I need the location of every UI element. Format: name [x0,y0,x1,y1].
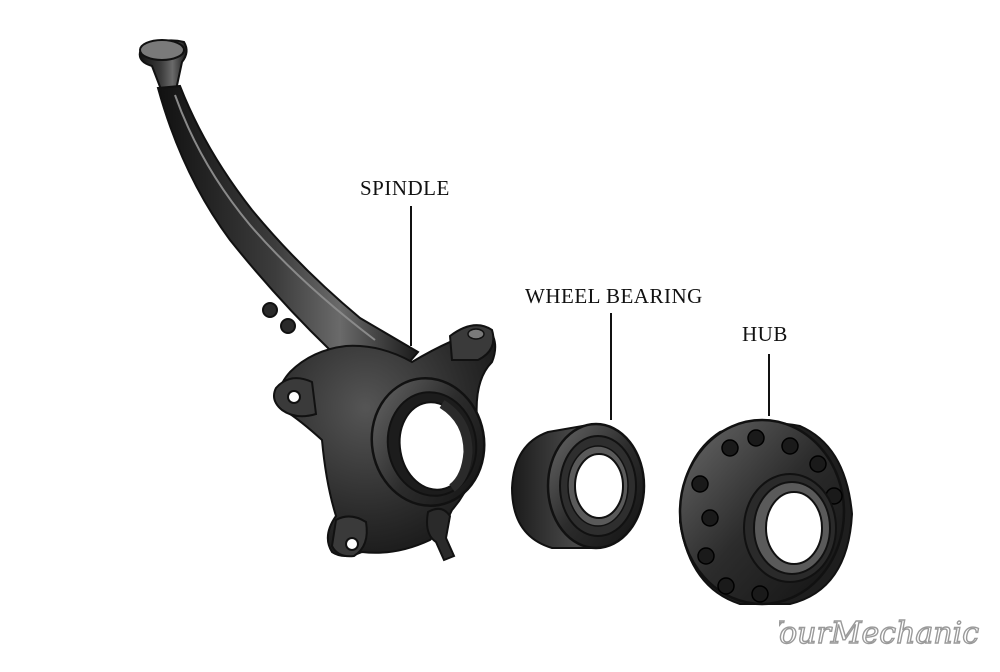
wheel-bearing-label: WHEEL BEARING [525,284,703,308]
hub-part [678,418,854,606]
spindle-leader-line [410,206,412,346]
hub-label: HUB [742,322,788,346]
spindle-part [138,39,497,562]
wheel-bearing-part [510,422,646,550]
wheel-bearing-leader-line [610,313,612,420]
svg-text:YourMechanic: YourMechanic [779,616,979,651]
hub-leader-line [768,354,770,416]
yourmechanic-logo: YourMechanic [779,615,980,651]
spindle-label: SPINDLE [360,176,450,200]
